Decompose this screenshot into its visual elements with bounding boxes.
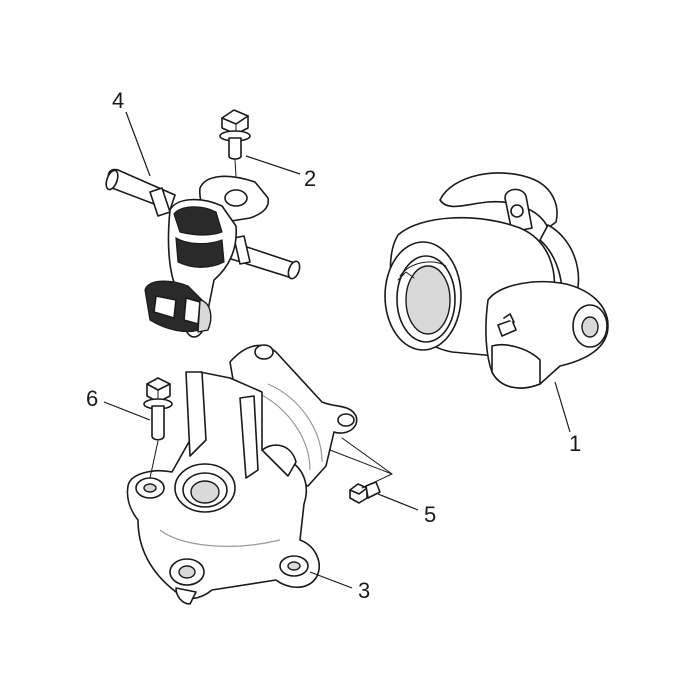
- fuel-injector-icon: [105, 168, 301, 338]
- callout-3: 3: [358, 578, 370, 603]
- small-bolt-icon: [349, 481, 381, 504]
- callout-6: 6: [86, 386, 98, 411]
- long-bolt-icon: [143, 377, 173, 479]
- leader-lines: [103, 111, 571, 589]
- callout-5: 5: [424, 502, 436, 527]
- callout-labels: 4 2 1 6 5 3: [86, 88, 581, 603]
- callout-4: 4: [112, 88, 124, 113]
- flange-bolt-icon: [219, 109, 251, 177]
- callout-2: 2: [304, 166, 316, 191]
- callout-1: 1: [569, 431, 581, 456]
- intake-manifold-icon: [126, 344, 358, 605]
- throttle-body-icon: [384, 172, 609, 389]
